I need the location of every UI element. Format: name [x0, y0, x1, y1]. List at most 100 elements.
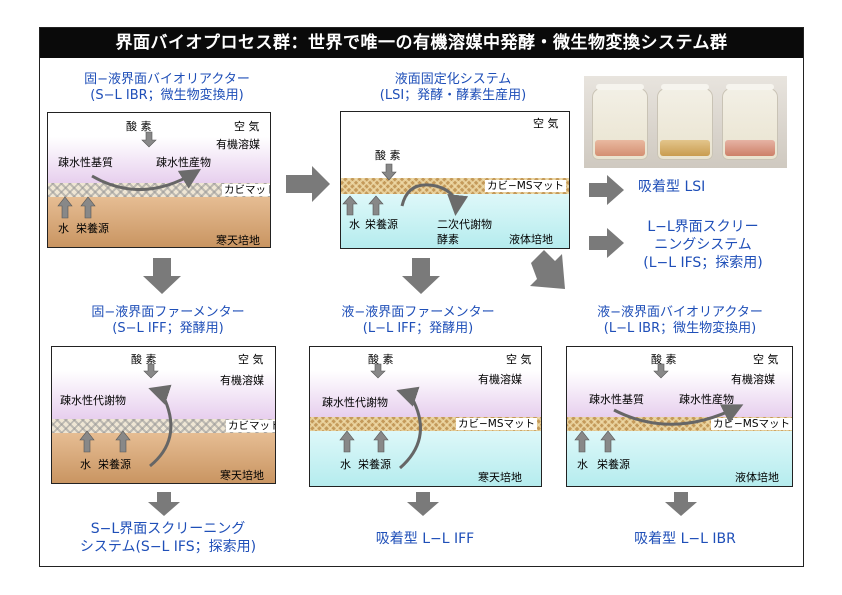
sl-ibr-title-line2: (S−L IBR；微生物変換用) [90, 88, 244, 103]
flow-arrow-right [589, 228, 624, 258]
air-layer [341, 112, 569, 178]
oxygen-arrow [141, 131, 157, 148]
ll-ibr-title-line2: (L−L IBR；微生物変換用) [603, 321, 757, 336]
water-label: 水 [58, 222, 69, 235]
organic-solvent-label: 有機溶媒 [216, 138, 260, 151]
organic-layer [310, 371, 541, 417]
nutrients-label: 栄養源 [98, 458, 131, 471]
adsorption-ll-iff-label: 吸着型 L−L IFF [375, 531, 475, 547]
sl-iff-title-line2: (S−L IFF；発酵用) [112, 321, 224, 336]
air-layer [52, 347, 275, 371]
flow-arrow-right [286, 166, 330, 202]
air-label: 空 気 [753, 353, 779, 366]
oxygen-label: 酸 素 [651, 353, 677, 366]
ll-ibr-title-line1: 液−液界面バイオリアクター [597, 305, 763, 320]
ll-ifs-label: L−L界面スクリー ニングシステム (L−L IFS；探索用) [628, 218, 778, 272]
agar-medium-label: 寒天培地 [478, 471, 522, 484]
sl-ifs-label: S−L界面スクリーニング システム(S−L IFS；探索用) [68, 520, 268, 556]
sl-ibr-title: 固−液界面バイオリアクター (S−L IBR；微生物変換用) [58, 72, 276, 104]
lsi-title-line1: 液面固定化システム [394, 72, 512, 87]
ll-ifs-line1: L−L界面スクリー [647, 219, 759, 235]
oxygen-label: 酸 素 [126, 120, 152, 133]
flow-arrow-diagonal [530, 250, 565, 289]
hydrophobic-substrate-label: 疎水性基質 [589, 393, 644, 406]
oxygen-label: 酸 素 [375, 149, 401, 162]
ll-ifs-line3: (L−L IFS；探索用) [643, 255, 763, 271]
oxygen-arrow [370, 363, 386, 379]
oxygen-arrow [653, 363, 669, 379]
ll-iff-title-line2: (L−L IFF；発酵用) [362, 321, 474, 336]
agar-medium-label: 寒天培地 [216, 234, 260, 247]
air-layer [48, 113, 270, 137]
nutrients-label: 栄養源 [597, 458, 630, 471]
sl-ibr-diagram: 酸 素 空 気 有機溶媒 疎水性基質 疎水性産物 カビマット 水 栄養源 寒天培… [47, 112, 271, 248]
culture-jar [722, 84, 778, 160]
oxygen-label: 酸 素 [368, 353, 394, 366]
banner-title: 界面バイオプロセス群：世界で唯一の有機溶媒中発酵・微生物変換システム群 [40, 28, 803, 58]
organic-solvent-label: 有機溶媒 [731, 373, 775, 386]
secondary-metabolite-label: 二次代謝物 [437, 218, 492, 231]
sl-ibr-title-line1: 固−液界面バイオリアクター [84, 72, 250, 87]
nutrients-label: 栄養源 [76, 222, 109, 235]
air-label: 空 気 [234, 120, 260, 133]
organic-layer [567, 371, 792, 417]
flow-arrow-down [143, 258, 181, 294]
sl-ifs-line2: システム(S−L IFS；探索用) [79, 539, 257, 555]
oxygen-arrow [381, 163, 397, 181]
water-label: 水 [349, 218, 360, 231]
hydrophobic-substrate-label: 疎水性基質 [58, 156, 113, 169]
flow-arrow-down [148, 492, 180, 516]
liquid-medium-label: 液体培地 [509, 233, 553, 246]
ll-iff-title: 液−液界面ファーメンター (L−L IFF；発酵用) [318, 305, 518, 337]
air-layer [567, 347, 792, 371]
hydrophobic-product-label: 疎水性産物 [156, 156, 211, 169]
organic-solvent-label: 有機溶媒 [478, 373, 522, 386]
air-label: 空 気 [506, 353, 532, 366]
adsorption-ll-ibr-label: 吸着型 L−L IBR [634, 531, 736, 547]
flow-arrow-down [407, 492, 439, 516]
sl-iff-title-line1: 固−液界面ファーメンター [91, 305, 245, 320]
conversion-arrow [91, 168, 202, 192]
oxygen-label: 酸 素 [131, 353, 157, 366]
sl-iff-title: 固−液界面ファーメンター (S−L IFF；発酵用) [68, 305, 268, 337]
nutrients-label: 栄養源 [365, 218, 398, 231]
hydrophobic-product-label: 疎水性産物 [679, 393, 734, 406]
liquid-medium-label: 液体培地 [735, 471, 779, 484]
water-label: 水 [340, 458, 351, 471]
culture-jar [592, 84, 648, 160]
nutrients-arrow [600, 430, 616, 453]
hydrophobic-metabolite-label: 疎水性代謝物 [60, 394, 126, 407]
sl-ifs-line1: S−L界面スクリーニング [90, 521, 246, 537]
organic-solvent-label: 有機溶媒 [220, 374, 264, 387]
fungal-mat-label: カビマット [226, 420, 275, 432]
flow-arrow-right [589, 175, 624, 205]
organic-layer [48, 137, 270, 183]
nutrients-arrow [373, 430, 389, 453]
air-label: 空 気 [238, 353, 264, 366]
oxygen-arrow [143, 363, 159, 379]
nutrients-label: 栄養源 [358, 458, 391, 471]
enzyme-label: 酵素 [437, 233, 459, 246]
water-arrow [339, 430, 355, 453]
flow-arrow-down [665, 492, 697, 516]
water-arrow [574, 430, 590, 453]
fungal-mat-layer [52, 419, 275, 433]
fungal-mat-label: カビマット [222, 184, 270, 196]
lsi-title: 液面固定化システム (LSI；発酵・酵素生産用) [353, 72, 553, 104]
ll-ifs-line2: ニングシステム [654, 237, 752, 253]
water-arrow [342, 195, 358, 216]
fungal-ms-mat-label: カビ−MSマット [456, 418, 538, 430]
fungal-mat-layer [48, 183, 270, 197]
nutrients-arrow [80, 196, 96, 219]
flow-arrow-down [402, 258, 440, 294]
water-arrow [57, 196, 73, 219]
air-layer [310, 347, 541, 371]
nutrients-arrow [115, 430, 131, 453]
fungal-ms-mat-label: カビ−MSマット [485, 180, 567, 192]
nutrients-arrow [368, 195, 384, 216]
culture-jar [657, 84, 713, 160]
secretion-arrow [396, 386, 422, 470]
agar-medium-label: 寒天培地 [220, 469, 264, 482]
water-label: 水 [577, 458, 588, 471]
